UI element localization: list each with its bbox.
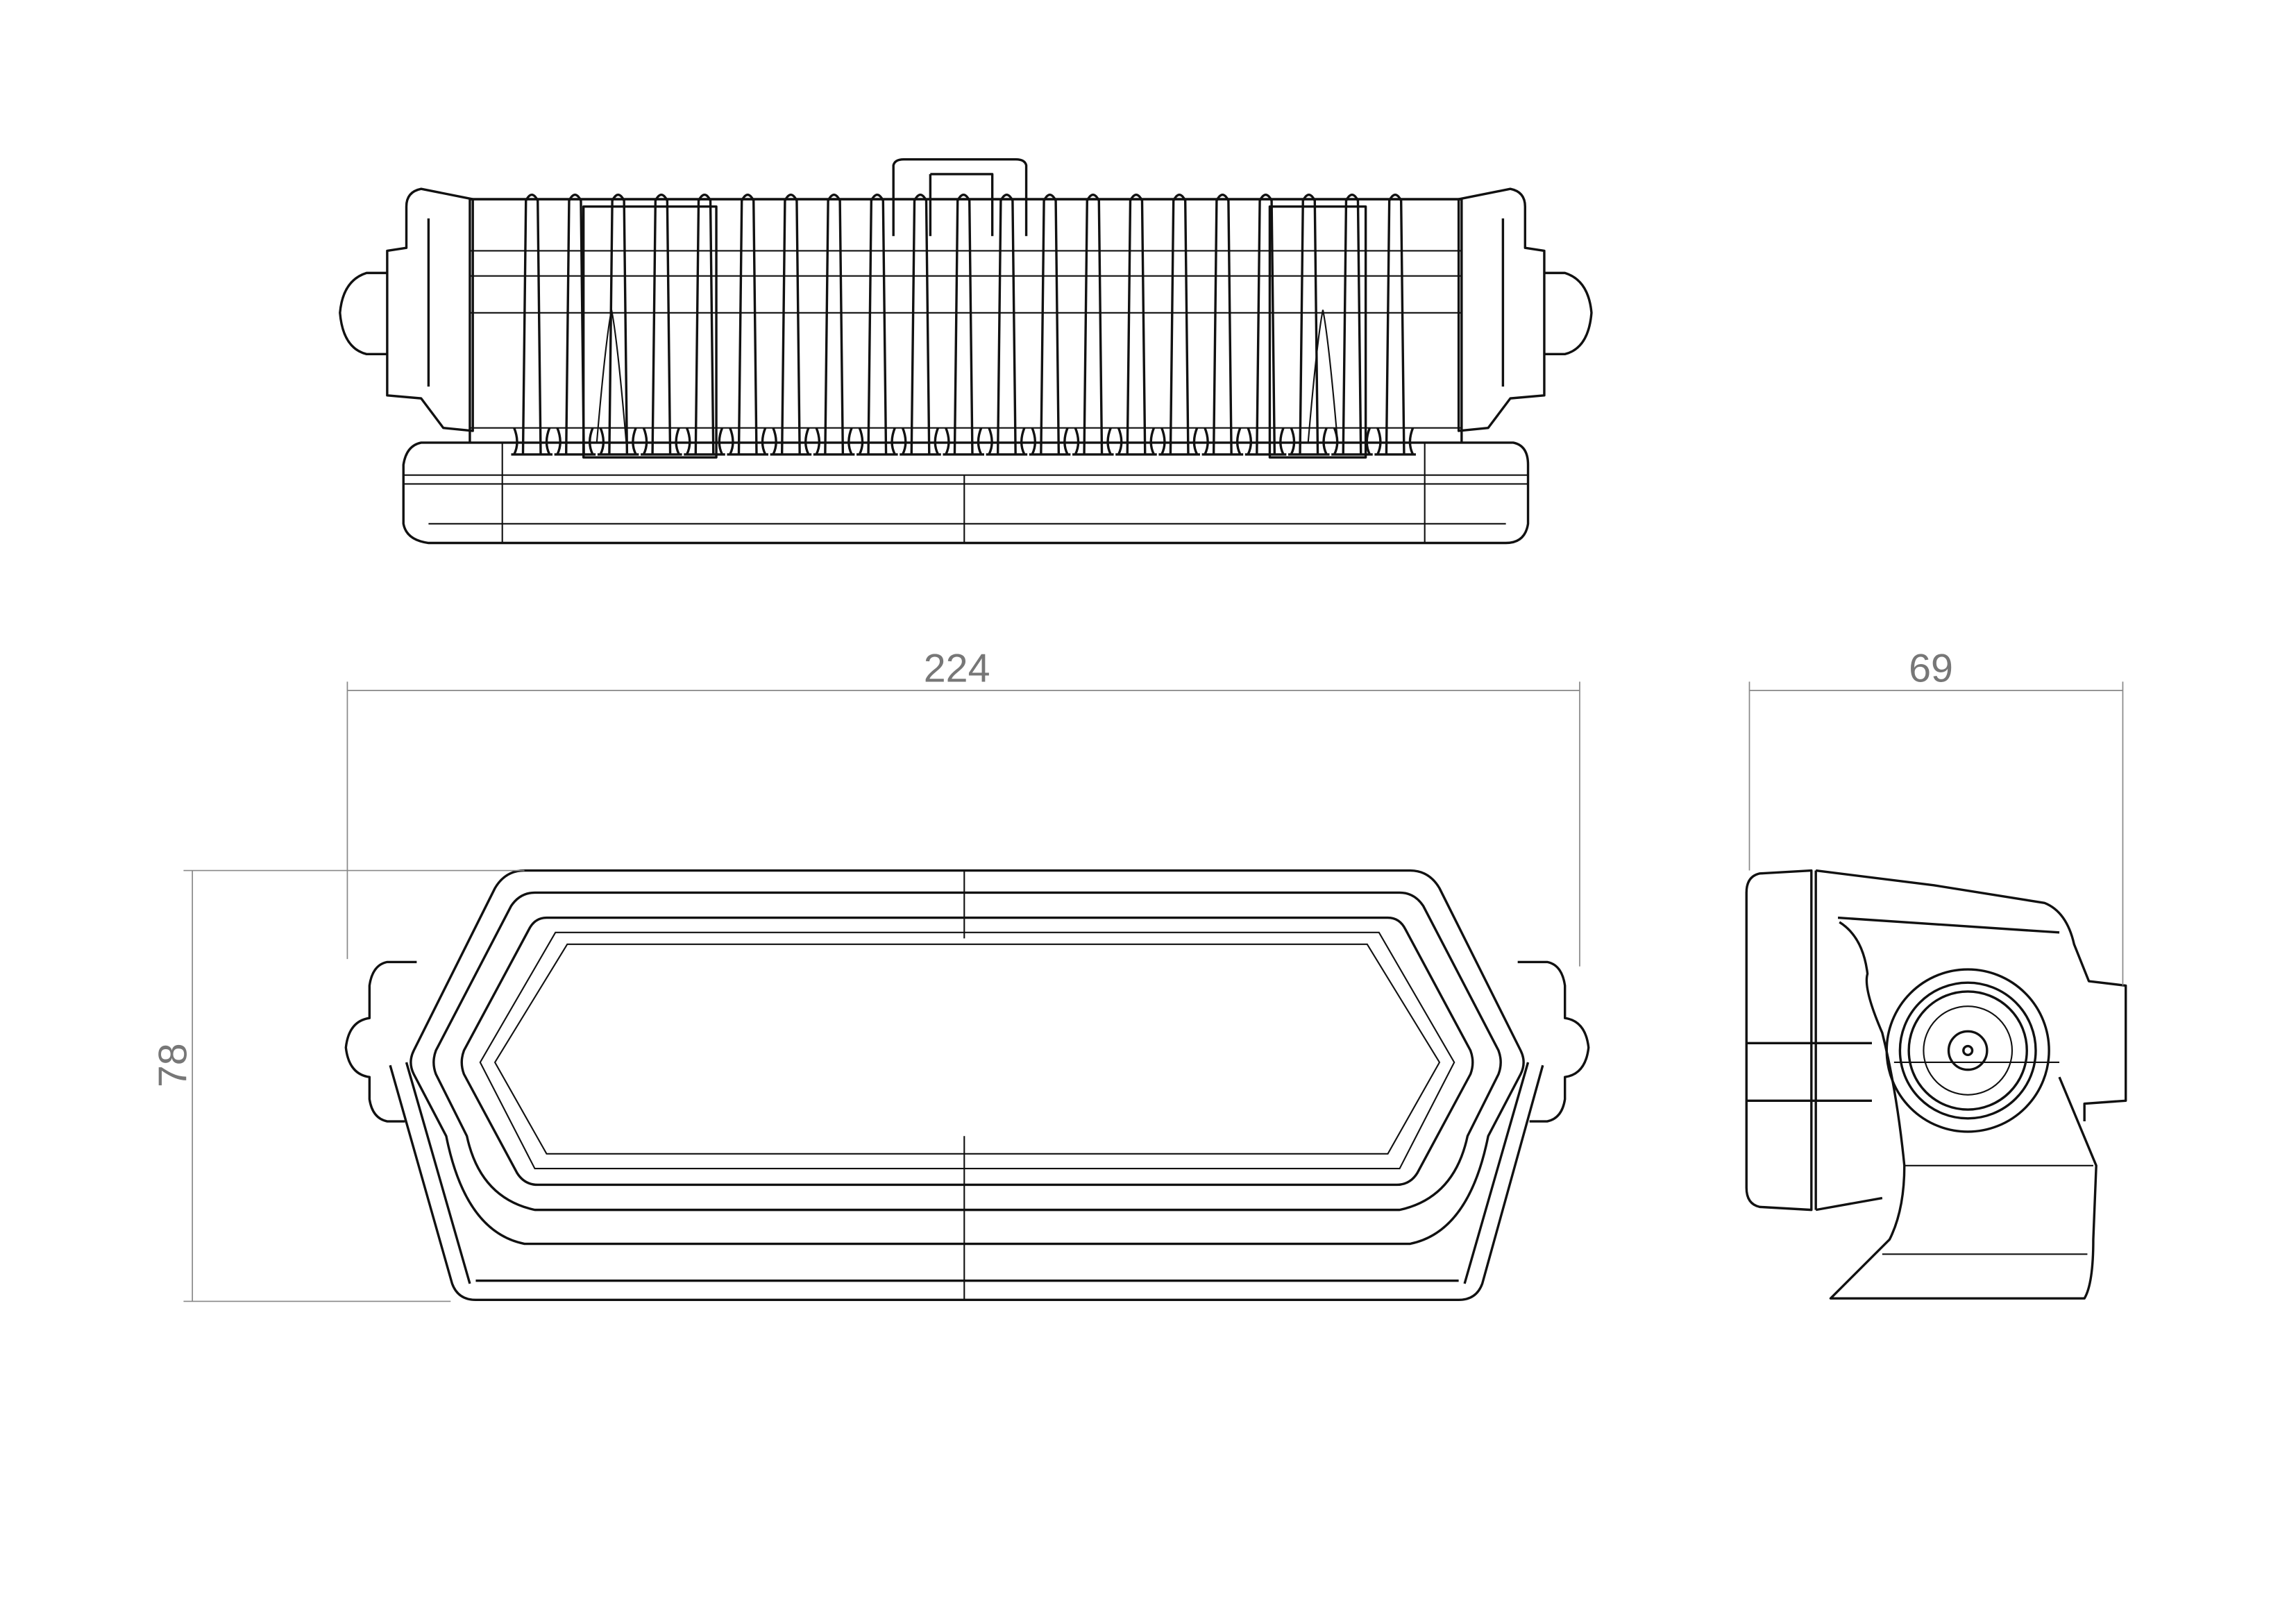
top-view	[339, 158, 1593, 545]
front-frame-inner-1	[432, 891, 1502, 1212]
front-right-knob	[1517, 960, 1590, 1123]
heatsink-fin	[770, 194, 812, 456]
left-knob	[339, 271, 387, 356]
heatsink-fin	[684, 194, 725, 456]
heatsink-fin	[856, 194, 898, 456]
side-lens-housing	[1745, 869, 1872, 1212]
pivot-knob-ring	[1898, 981, 2037, 1120]
dimension-height-label: 78	[151, 1043, 196, 1087]
top-base-lines	[403, 442, 1528, 543]
side-view	[1745, 869, 2127, 1300]
heatsink-fin	[1331, 194, 1373, 456]
side-body	[1815, 869, 2127, 1212]
heatsink-fin	[1115, 194, 1157, 456]
heatsink-fin	[1288, 194, 1330, 456]
heatsink-fin	[900, 194, 941, 456]
heatsink-fin	[554, 194, 596, 456]
dimension-width-label: 224	[924, 646, 990, 690]
right-end-cap	[1457, 187, 1546, 432]
pivot-knob-face	[1923, 1005, 2014, 1096]
dimension-height: 78	[151, 869, 525, 1302]
heatsink-fin	[1072, 194, 1114, 456]
heatsink-fin	[1029, 194, 1071, 456]
heatsink-fin	[1158, 194, 1200, 456]
front-lens	[460, 916, 1474, 1187]
front-left-knob	[344, 960, 417, 1123]
heatsink-fin	[1244, 194, 1287, 456]
heatsink-fins	[469, 194, 1462, 456]
heatsink-fin	[511, 194, 553, 456]
heatsink-fin	[641, 194, 682, 456]
side-bracket-lines	[1882, 1061, 2093, 1255]
right-knob	[1544, 271, 1593, 356]
front-view	[344, 869, 1590, 1302]
dimension-depth: 69	[1748, 646, 2124, 986]
top-body-outline	[469, 198, 1463, 443]
heatsink-fin	[943, 194, 984, 456]
dimension-depth-label: 69	[1909, 646, 1953, 690]
heatsink-fin	[1374, 194, 1416, 456]
heatsink-fin	[986, 194, 1028, 456]
dimension-width: 224	[346, 646, 1580, 967]
heatsink-fin	[727, 194, 768, 456]
front-outer-frame	[410, 869, 1525, 1246]
heatsink-fin	[813, 194, 855, 456]
top-cover-panel	[582, 205, 1367, 459]
torx-screw-icon	[1947, 1030, 1989, 1071]
pivot-knob-inner	[1907, 990, 2028, 1111]
front-lens-inner	[479, 931, 1455, 1170]
front-bracket	[389, 1062, 1544, 1302]
top-base	[402, 441, 1530, 545]
side-bracket	[1829, 921, 2097, 1300]
heatsink-fin	[597, 194, 639, 456]
screw-center	[1962, 1044, 1974, 1057]
heatsink-fin	[1201, 194, 1244, 456]
spear-marks	[596, 309, 1339, 443]
pivot-knob-outer	[1885, 968, 2050, 1133]
mount-tab	[892, 158, 1028, 237]
left-end-cap	[386, 187, 474, 432]
